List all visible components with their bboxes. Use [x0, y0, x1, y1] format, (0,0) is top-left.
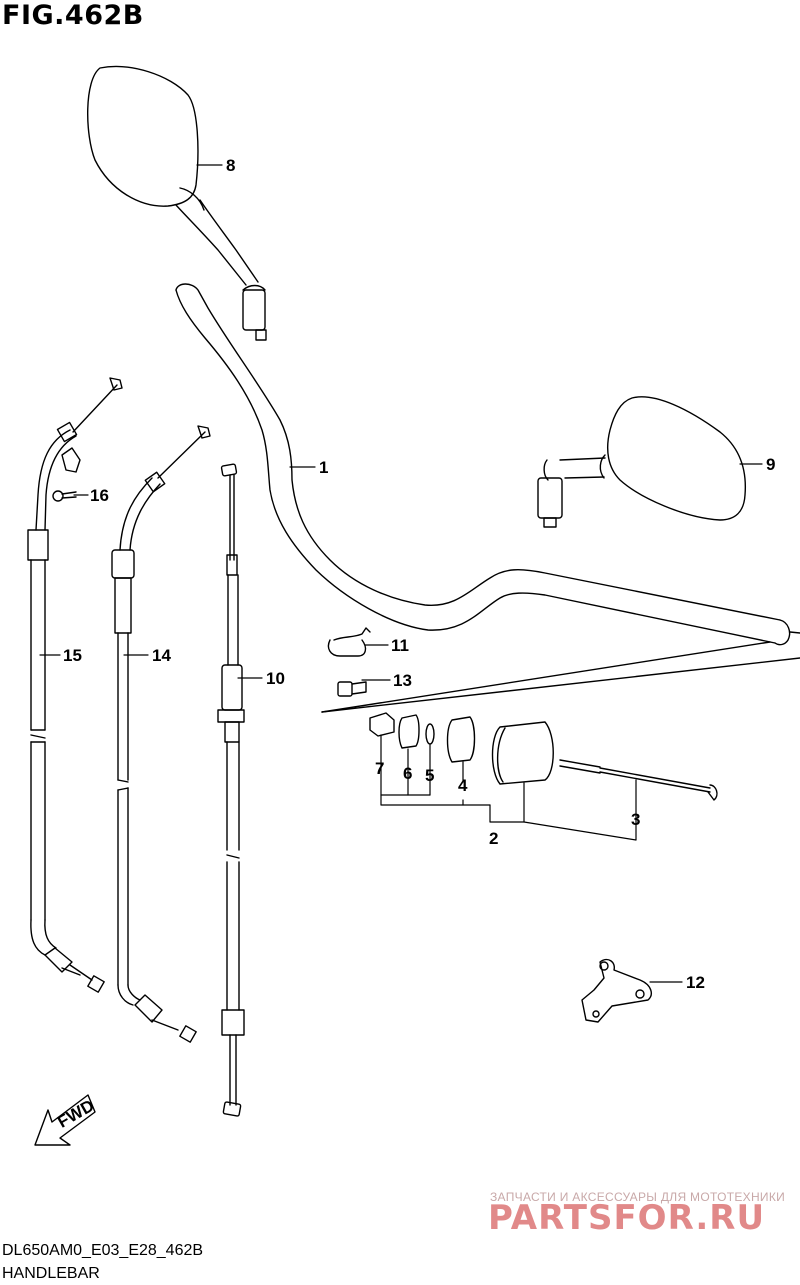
label-16: 16	[90, 486, 109, 505]
watermark-tagline: ЗАПЧАСТИ И АКСЕССУАРЫ ДЛЯ МОТОТЕХНИКИ	[490, 1190, 786, 1204]
diagram-caption: HANDLEBAR	[2, 1265, 100, 1282]
watermark-logo: PARTSFOR.RU	[488, 1198, 766, 1238]
part-5-washer	[425, 723, 435, 745]
part-2-balancer-assembly[interactable]	[321, 641, 800, 785]
label-6: 6	[403, 764, 412, 783]
label-12: 12	[686, 973, 705, 992]
label-13: 13	[393, 671, 412, 690]
part-labels: 8 1 9 16 15 14 10 11 13 7 6 5 4 3 2 12	[63, 156, 775, 992]
leader-lines	[39, 164, 763, 983]
label-15: 15	[63, 646, 82, 665]
label-8: 8	[226, 156, 235, 175]
figure-title: FIG.462B	[2, 0, 144, 31]
part-1-handlebar[interactable]	[175, 283, 800, 646]
part-13-bolt[interactable]	[337, 681, 367, 697]
label-1: 1	[319, 458, 328, 477]
label-5: 5	[425, 766, 434, 785]
label-10: 10	[266, 669, 285, 688]
part-8-left-mirror[interactable]	[86, 65, 267, 341]
part-12-bracket[interactable]	[581, 958, 652, 1023]
label-2: 2	[489, 829, 498, 848]
label-9: 9	[766, 455, 775, 474]
part-14-cable[interactable]	[111, 425, 211, 1043]
label-7: 7	[375, 759, 384, 778]
part-7-nut	[369, 712, 395, 737]
label-11: 11	[391, 636, 409, 655]
part-4-weight	[446, 716, 476, 763]
part-6-spacer	[398, 714, 420, 749]
label-3: 3	[631, 810, 640, 829]
part-9-right-mirror[interactable]	[537, 396, 747, 528]
diagram-code: DL650AM0_E03_E28_462B	[2, 1242, 204, 1259]
fwd-arrow: FWD	[34, 1094, 97, 1146]
part-15-cable[interactable]	[27, 377, 123, 993]
part-3-screw[interactable]	[559, 759, 718, 801]
part-10-cable[interactable]	[217, 463, 245, 1117]
part-16-screw[interactable]	[52, 490, 77, 502]
label-14: 14	[152, 646, 171, 665]
label-4: 4	[458, 776, 468, 795]
part-11-clip[interactable]	[327, 627, 371, 657]
